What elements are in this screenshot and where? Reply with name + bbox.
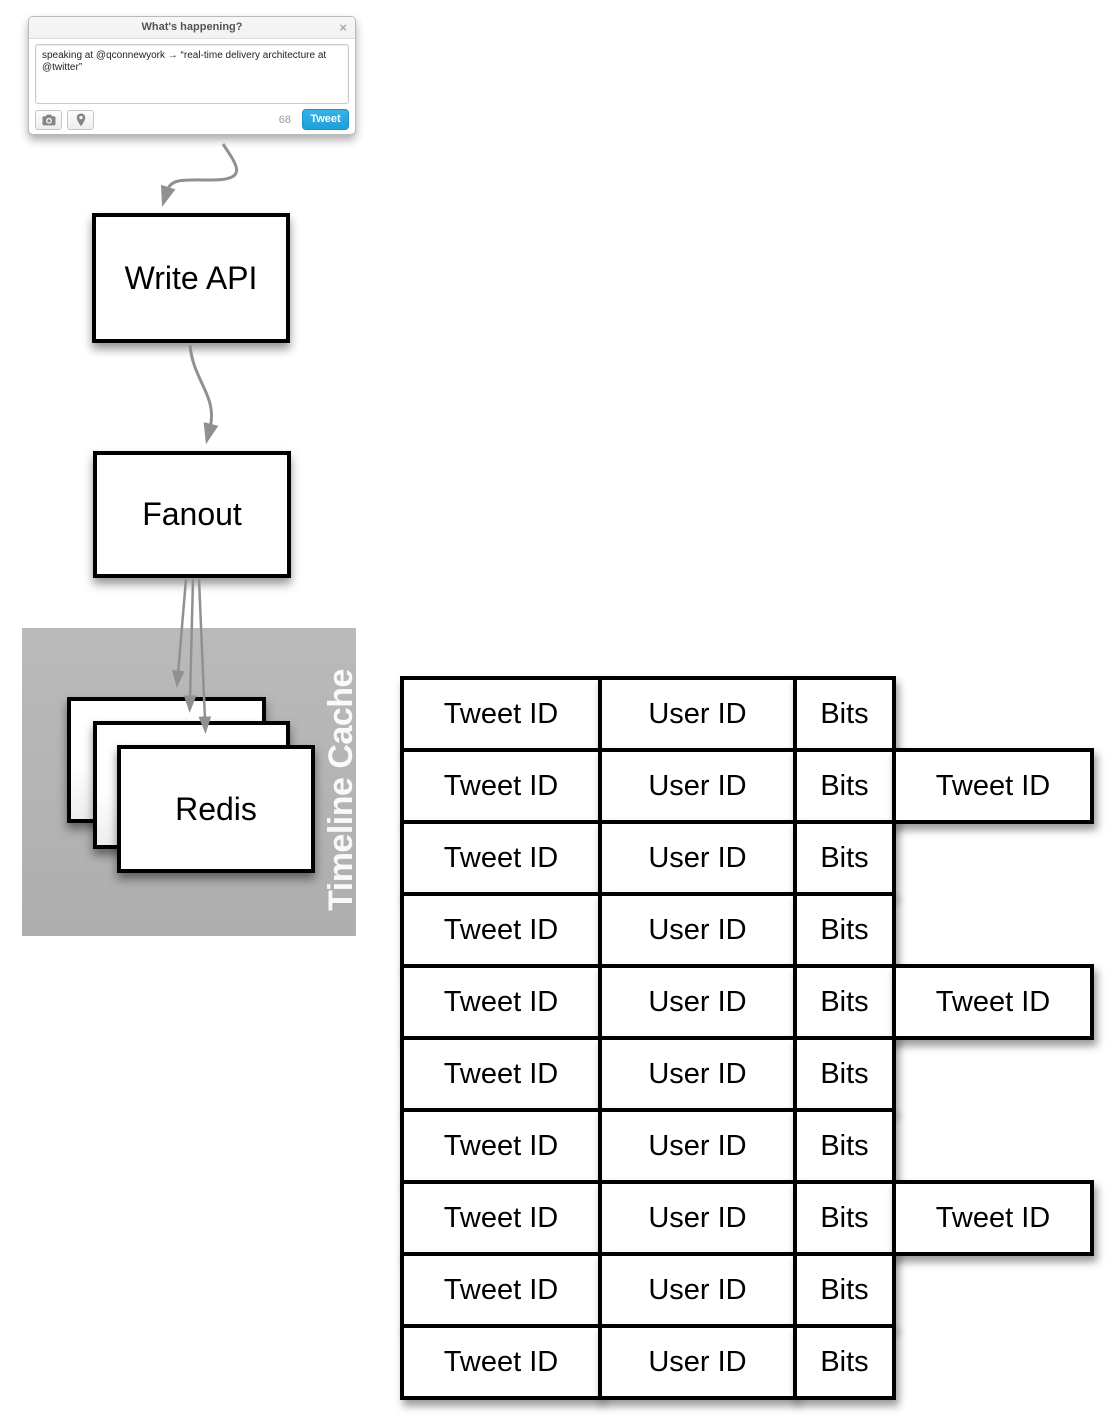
camera-icon <box>42 114 55 125</box>
arrow-compose-to-write-api <box>161 143 239 208</box>
tweet-id-cell: Tweet ID <box>400 1036 602 1112</box>
tweet-id-cell: Tweet ID <box>400 676 602 752</box>
ghost-cell <box>892 1036 1094 1112</box>
tweet-id-cell: Tweet ID <box>400 820 602 896</box>
user-id-cell: User ID <box>598 1180 797 1256</box>
compose-title: What's happening? <box>141 21 243 33</box>
user-id-cell: User ID <box>598 1252 797 1328</box>
bits-cell: Bits <box>793 1036 896 1112</box>
ghost-cell <box>892 820 1094 896</box>
bits-cell: Bits <box>793 892 896 968</box>
compose-footer: 68 Tweet <box>29 104 355 135</box>
tweet-id-cell: Tweet ID <box>400 1108 602 1184</box>
user-id-cell: User ID <box>598 1108 797 1184</box>
extra-tweet-id-cell: Tweet ID <box>892 1180 1094 1256</box>
char-count: 68 <box>278 113 291 126</box>
compose-header: What's happening? × <box>29 17 355 39</box>
tweet-compose-widget: What's happening? × speaking at @qconnew… <box>28 16 356 135</box>
close-icon[interactable]: × <box>339 20 347 35</box>
ghost-cell <box>892 1108 1094 1184</box>
tweet-id-cell: Tweet ID <box>400 1324 602 1400</box>
write-api-label: Write API <box>124 259 258 296</box>
extra-tweet-id-cell: Tweet ID <box>892 964 1094 1040</box>
fanout-label: Fanout <box>142 496 242 532</box>
user-id-cell: User ID <box>598 676 797 752</box>
ghost-cell <box>892 1324 1094 1400</box>
tweet-id-cell: Tweet ID <box>400 1252 602 1328</box>
bits-cell: Bits <box>793 820 896 896</box>
redis-node: Redis <box>117 745 315 873</box>
bits-cell: Bits <box>793 676 896 752</box>
user-id-cell: User ID <box>598 964 797 1040</box>
add-photo-button[interactable] <box>35 109 62 130</box>
ghost-cell <box>892 892 1094 968</box>
user-id-cell: User ID <box>598 892 797 968</box>
bits-cell: Bits <box>793 748 896 824</box>
redis-label: Redis <box>175 790 257 827</box>
tweet-text-input[interactable]: speaking at @qconnewyork → “real-time de… <box>35 44 349 104</box>
bits-cell: Bits <box>793 1252 896 1328</box>
extra-tweet-id-cell: Tweet ID <box>892 748 1094 824</box>
compose-body: speaking at @qconnewyork → “real-time de… <box>29 39 355 104</box>
timeline-cache-panel: Timeline Cache Redis <box>22 628 360 936</box>
user-id-cell: User ID <box>598 1324 797 1400</box>
tweet-id-cell: Tweet ID <box>400 1180 602 1256</box>
write-api-node: Write API <box>92 213 290 343</box>
bits-cell: Bits <box>793 964 896 1040</box>
user-id-cell: User ID <box>598 748 797 824</box>
bits-cell: Bits <box>793 1180 896 1256</box>
user-id-cell: User ID <box>598 1036 797 1112</box>
ghost-cell <box>892 1252 1094 1328</box>
tweet-id-cell: Tweet ID <box>400 748 602 824</box>
fanout-node: Fanout <box>93 451 291 578</box>
timeline-cache-label: Timeline Cache <box>322 669 360 911</box>
bits-cell: Bits <box>793 1324 896 1400</box>
tweet-id-cell: Tweet ID <box>400 964 602 1040</box>
tweet-id-cell: Tweet ID <box>400 892 602 968</box>
tweet-button[interactable]: Tweet <box>302 109 349 130</box>
user-id-cell: User ID <box>598 820 797 896</box>
add-location-button[interactable] <box>67 109 94 130</box>
ghost-cell <box>892 676 1094 752</box>
location-pin-icon <box>76 113 85 126</box>
bits-cell: Bits <box>793 1108 896 1184</box>
arrow-write-api-to-fanout <box>188 344 219 445</box>
